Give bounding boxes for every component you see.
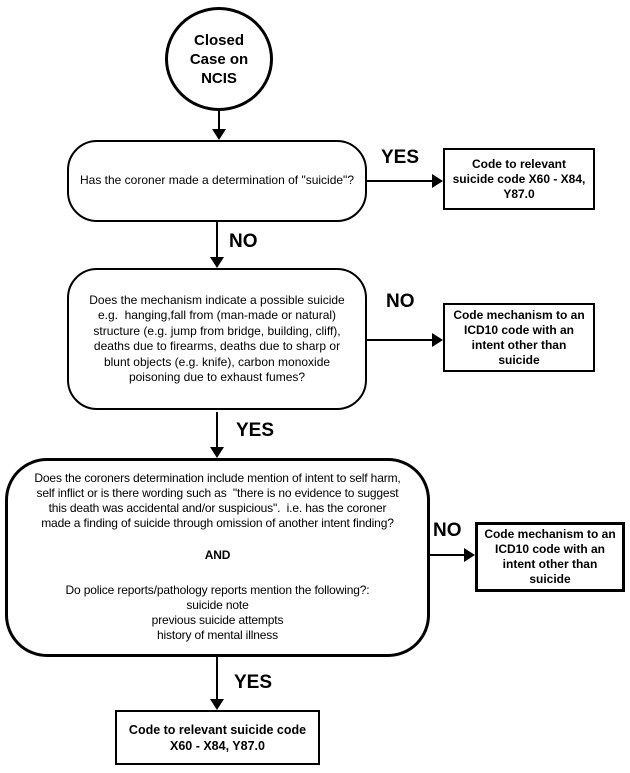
decision-coroner-determination-label: Has the coroner made a determination of … (79, 173, 354, 188)
arrowhead-right-icon (432, 174, 443, 188)
arrowhead-right-icon (432, 333, 443, 347)
arrow-shaft (367, 339, 433, 341)
arrowhead-down-icon (212, 129, 226, 140)
label-q1-no: NO (229, 231, 258, 252)
arrow-q1-yes (367, 174, 443, 188)
label-q2-yes: YES (236, 420, 275, 441)
arrow-q1-no (210, 222, 224, 268)
arrow-shaft (216, 412, 218, 448)
label-q1-yes: YES (381, 147, 420, 168)
arrowhead-down-icon (210, 699, 224, 710)
decision-intent-part1: Does the coroners determination include … (34, 471, 401, 530)
label-q2-no: NO (386, 291, 415, 312)
outcome-icd10-other-intent-2-label: Code mechanism to an ICD10 code with an … (484, 527, 616, 586)
decision-intent-part2: Do police reports/pathology reports ment… (65, 583, 370, 642)
arrowhead-down-icon (210, 257, 224, 268)
arrowhead-down-icon (210, 447, 224, 458)
arrowhead-right-icon (464, 548, 475, 562)
arrow-shaft (430, 554, 465, 556)
start-node-label: Closed Case on NCIS (189, 31, 249, 87)
decision-intent-and-connector: AND (204, 548, 231, 562)
decision-mechanism-possible-suicide: Does the mechanism indicate a possible s… (67, 268, 367, 410)
arrow-shaft (216, 657, 218, 700)
arrow-shaft (216, 222, 218, 258)
outcome-icd10-other-intent-1: Code mechanism to an ICD10 code with an … (443, 303, 595, 372)
start-node: Closed Case on NCIS (165, 7, 273, 111)
arrow-start-to-q1 (212, 110, 226, 140)
label-q3-no: NO (433, 520, 462, 541)
arrow-q3-yes (210, 657, 224, 710)
decision-intent-wording-and-reports: Does the coroners determination include … (5, 458, 430, 657)
decision-mechanism-possible-suicide-label: Does the mechanism indicate a possible s… (89, 292, 345, 385)
outcome-code-suicide-final-label: Code to relevant suicide code X60 - X84,… (128, 722, 307, 753)
arrow-shaft (218, 110, 220, 130)
outcome-icd10-other-intent-2: Code mechanism to an ICD10 code with an … (475, 522, 625, 592)
outcome-icd10-other-intent-1-label: Code mechanism to an ICD10 code with an … (453, 307, 585, 367)
outcome-code-suicide-final: Code to relevant suicide code X60 - X84,… (115, 710, 320, 765)
arrow-q2-yes (210, 412, 224, 458)
arrow-shaft (367, 180, 433, 182)
outcome-code-suicide-x60-x84: Code to relevant suicide code X60 - X84,… (443, 148, 595, 210)
label-q3-yes: YES (234, 672, 273, 693)
arrow-q2-no (367, 333, 443, 347)
decision-coroner-determination: Has the coroner made a determination of … (67, 140, 367, 222)
outcome-code-suicide-x60-x84-label: Code to relevant suicide code X60 - X84,… (452, 156, 586, 201)
arrow-q3-no (430, 548, 475, 562)
